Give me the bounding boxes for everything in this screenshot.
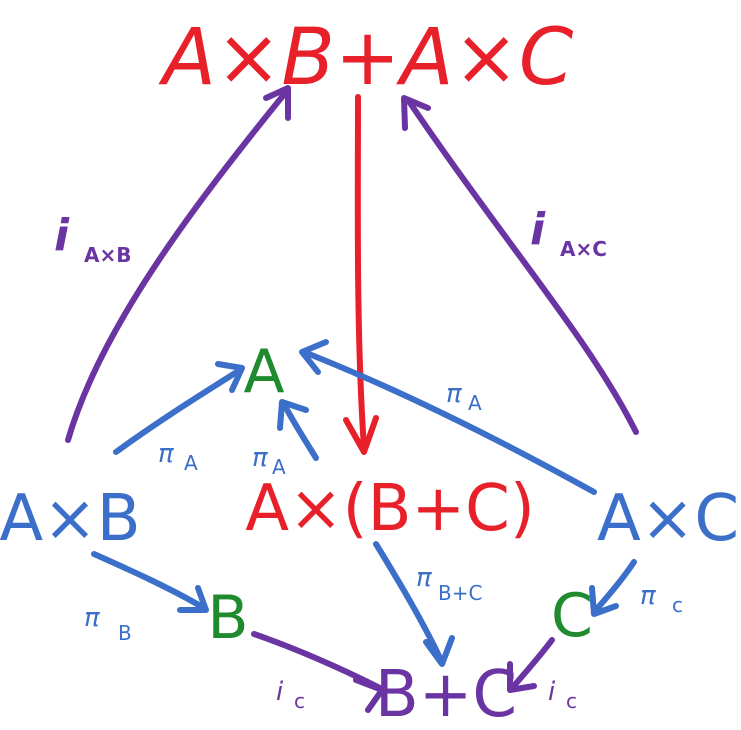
arrow-axb-to-b [91, 551, 209, 613]
svg-text:π: π [84, 603, 100, 633]
svg-text:i: i [530, 204, 546, 255]
label-pi-a-mid: π A [252, 443, 286, 479]
svg-text:π: π [252, 443, 268, 473]
svg-text:B+C: B+C [438, 581, 482, 605]
svg-text:c: c [294, 689, 305, 713]
arrow-axc-to-c [589, 559, 637, 617]
node-c: C [551, 581, 593, 651]
svg-text:A: A [272, 455, 286, 479]
svg-text:i: i [54, 210, 70, 261]
label-pi-a-left: π A [158, 439, 198, 475]
label-pi-bc: π B+C [416, 563, 482, 605]
arrow-axbc-to-bc [373, 541, 455, 667]
node-b: B [207, 583, 248, 653]
label-i-c-right: i c [548, 677, 577, 713]
label-pi-c: π c [640, 581, 683, 617]
label-i-axb: i A×B [54, 210, 131, 267]
label-i-c-left: i c [276, 677, 305, 713]
svg-text:π: π [446, 379, 462, 409]
arrow-axb-to-top [65, 85, 291, 443]
svg-text:B: B [118, 621, 132, 645]
svg-text:i: i [548, 677, 556, 707]
label-pi-a-right: π A [446, 379, 482, 415]
svg-text:π: π [416, 563, 432, 593]
svg-text:A: A [184, 451, 198, 475]
svg-text:A×C: A×C [560, 237, 607, 261]
arrow-c-to-bc [507, 637, 555, 693]
svg-text:π: π [158, 439, 174, 469]
svg-text:A×B: A×B [84, 243, 131, 267]
label-i-axc: i A×C [530, 204, 607, 261]
node-b-plus-c: B+C [375, 658, 517, 730]
arrow-top-to-axbc [343, 94, 379, 455]
arrow-axb-to-a [113, 361, 245, 455]
svg-text:π: π [640, 581, 656, 611]
arrow-b-to-bc [251, 631, 385, 713]
arrow-axc-to-a [299, 339, 597, 495]
svg-text:A: A [468, 391, 482, 415]
arrow-axbc-to-a [277, 399, 319, 461]
arrow-axc-to-top [401, 95, 639, 435]
label-pi-b: π B [84, 603, 132, 645]
svg-text:c: c [566, 689, 577, 713]
node-a: A [243, 337, 284, 407]
node-axc: A×C [597, 482, 739, 556]
node-axbc: A×(B+C) [245, 472, 535, 546]
node-axb: A×B [0, 482, 141, 556]
svg-text:i: i [276, 677, 284, 707]
svg-text:c: c [672, 593, 683, 617]
node-top-sum: A×B+A×C [158, 13, 574, 103]
